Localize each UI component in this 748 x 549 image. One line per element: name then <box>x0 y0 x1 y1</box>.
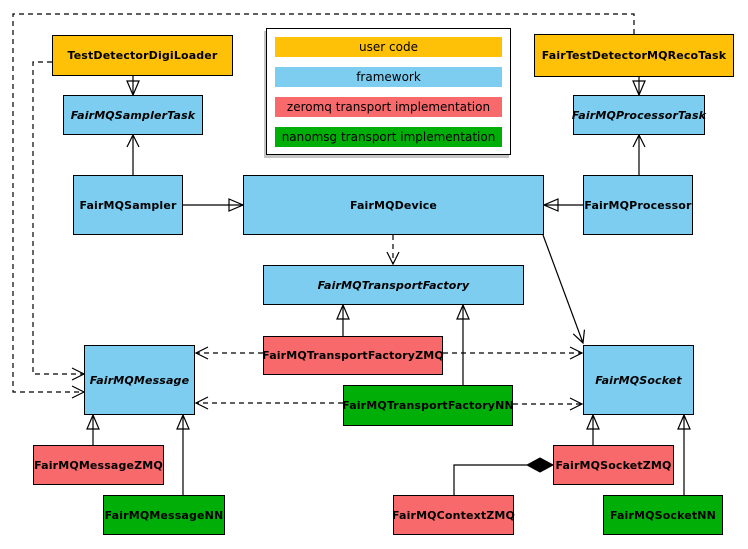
class-label: FairMQSamplerTask <box>70 108 196 122</box>
legend-item-label: user code <box>359 40 418 54</box>
edge-dependency-digiloader-message <box>32 61 86 381</box>
class-label: FairMQTransportFactory <box>317 278 470 292</box>
class-box-fairmq-processor-task: FairMQProcessorTask <box>571 95 707 135</box>
legend-item-user_code: user code <box>275 37 502 57</box>
class-label: FairMQTransportFactoryZMQ <box>262 349 444 362</box>
class-box-fairmq-device: FairMQDevice <box>243 175 544 235</box>
legend-item-framework: framework <box>275 67 502 87</box>
class-label: FairMQSampler <box>79 198 177 212</box>
composition-diamond-icon <box>525 457 555 473</box>
class-box-test-detector-digi-loader: TestDetectorDigiLoader <box>52 35 233 76</box>
class-label: FairMQMessage <box>89 373 190 387</box>
class-box-fairmq-socket: FairMQSocket <box>583 345 694 415</box>
class-label: FairMQProcessor <box>584 198 692 212</box>
class-box-fairmq-processor: FairMQProcessor <box>583 175 693 235</box>
legend-item-label: zeromq transport implementation <box>286 100 491 114</box>
class-box-fairmq-message: FairMQMessage <box>84 345 195 415</box>
class-label: FairMQSocketNN <box>609 508 717 522</box>
class-box-fairmq-context-zmq: FairMQContextZMQ <box>392 495 515 535</box>
class-box-fairmq-sampler: FairMQSampler <box>73 175 183 235</box>
class-label: FairMQProcessorTask <box>571 108 707 122</box>
class-label: FairMQSocket <box>595 373 682 387</box>
legend-item-label: nanomsg transport implementation <box>281 130 496 144</box>
class-box-fairmq-transport-factory-nn: FairMQTransportFactoryNN <box>342 385 514 426</box>
class-label: FairMQTransportFactoryNN <box>342 399 514 412</box>
class-label: FairMQMessageNN <box>104 508 224 522</box>
class-box-fairmq-message-nn: FairMQMessageNN <box>103 495 225 535</box>
class-label: FairMQDevice <box>349 198 438 212</box>
class-box-fairmq-message-zmq: FairMQMessageZMQ <box>33 445 164 485</box>
edge-association-device-socket <box>542 234 586 345</box>
legend: user code framework zeromq transport imple… <box>266 28 511 155</box>
class-label: FairMQContextZMQ <box>392 508 515 522</box>
class-box-fairmq-socket-nn: FairMQSocketNN <box>603 495 723 535</box>
class-box-fairmq-sampler-task: FairMQSamplerTask <box>63 95 203 135</box>
class-label: FairMQSocketZMQ <box>555 458 672 472</box>
class-label: FairTestDetectorMQRecoTask <box>541 49 727 62</box>
class-label: TestDetectorDigiLoader <box>67 49 218 62</box>
legend-item-nanomsg: nanomsg transport implementation <box>275 127 502 147</box>
edge-dependency-recotask-message <box>12 13 635 399</box>
legend-item-zeromq: zeromq transport implementation <box>275 97 502 117</box>
class-label: FairMQMessageZMQ <box>34 458 163 472</box>
class-box-fair-test-detector-mq-reco-task: FairTestDetectorMQRecoTask <box>534 34 734 77</box>
class-box-fairmq-socket-zmq: FairMQSocketZMQ <box>553 445 674 485</box>
class-box-fairmq-transport-factory: FairMQTransportFactory <box>263 265 524 305</box>
legend-item-label: framework <box>356 70 421 84</box>
class-box-fairmq-transport-factory-zmq: FairMQTransportFactoryZMQ <box>262 336 444 375</box>
edge-composition-socketzmq-contextzmq <box>453 464 527 495</box>
